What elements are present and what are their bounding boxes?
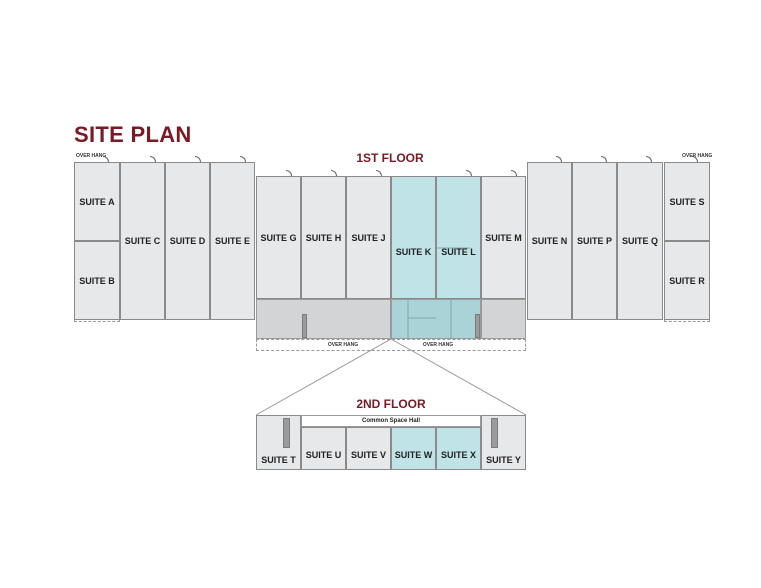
suite-k-label: SUITE K <box>395 246 432 257</box>
floor2-label: 2ND FLOOR <box>356 397 426 411</box>
suite-w[interactable]: SUITE W <box>391 427 436 470</box>
suite-l[interactable]: SUITE L <box>436 176 481 299</box>
suite-q[interactable]: SUITE Q <box>617 162 663 320</box>
door-icon <box>240 156 246 162</box>
suite-p-label: SUITE P <box>576 236 612 246</box>
door-icon <box>286 170 292 176</box>
suite-r[interactable]: SUITE R <box>664 241 710 320</box>
suite-n[interactable]: SUITE N <box>527 162 572 320</box>
door-icon <box>556 156 562 162</box>
overhang-label-center-left: OVER HANG <box>327 342 359 348</box>
common-space-hall: Common Space Hall <box>301 415 481 427</box>
suite-d-label: SUITE D <box>169 236 206 246</box>
suite-p[interactable]: SUITE P <box>572 162 617 320</box>
suite-y-label: SUITE Y <box>486 455 521 465</box>
stair-left-icon <box>283 418 290 448</box>
suite-d[interactable]: SUITE D <box>165 162 210 320</box>
suite-b-label: SUITE B <box>79 275 115 286</box>
suite-m-label: SUITE M <box>485 232 522 243</box>
door-icon <box>692 156 698 162</box>
suite-l-label: SUITE L <box>441 246 476 257</box>
suite-w-label: SUITE W <box>394 449 433 460</box>
suite-k[interactable]: SUITE K <box>391 176 436 299</box>
door-icon <box>103 156 109 162</box>
suite-h[interactable]: SUITE H <box>301 176 346 299</box>
door-icon <box>331 170 337 176</box>
suite-r-label: SUITE R <box>669 275 705 286</box>
suite-e[interactable]: SUITE E <box>210 162 255 320</box>
suite-s[interactable]: SUITE S <box>664 162 710 241</box>
door-icon <box>646 156 652 162</box>
suite-e-label: SUITE E <box>214 236 250 246</box>
stair-left-icon <box>302 314 307 338</box>
suite-j-label: SUITE J <box>351 232 386 243</box>
common-space-hall-label: Common Space Hall <box>361 418 420 424</box>
suite-g-label: SUITE G <box>260 232 297 243</box>
center-band-left <box>256 299 391 339</box>
page-title: SITE PLAN <box>74 122 192 147</box>
suite-a[interactable]: SUITE A <box>74 162 120 241</box>
suite-n-label: SUITE N <box>531 236 568 246</box>
suite-s-label: SUITE S <box>669 196 705 207</box>
suite-t[interactable]: SUITE T <box>256 415 301 470</box>
suite-y[interactable]: SUITE Y <box>481 415 526 470</box>
suite-t-label: SUITE T <box>261 455 296 465</box>
door-icon <box>511 170 517 176</box>
suite-v[interactable]: SUITE V <box>346 427 391 470</box>
suite-a-label: SUITE A <box>79 196 115 207</box>
overhang-label-center-right: OVER HANG <box>422 342 454 348</box>
center-band-right <box>481 299 526 339</box>
suite-x-label: SUITE X <box>440 449 476 460</box>
suite-u[interactable]: SUITE U <box>301 427 346 470</box>
suite-c-label: SUITE C <box>124 236 161 246</box>
suite-h-label: SUITE H <box>305 232 342 243</box>
suite-c[interactable]: SUITE C <box>120 162 165 320</box>
overhang-label-left: OVER HANG <box>76 153 107 159</box>
stair-right-icon <box>491 418 498 448</box>
suite-q-label: SUITE Q <box>621 236 658 246</box>
stair-right-icon <box>475 314 480 338</box>
suite-v-label: SUITE V <box>350 449 386 460</box>
overhang-label-right: OVER HANG <box>682 153 713 159</box>
suite-b[interactable]: SUITE B <box>74 241 120 320</box>
floor1-label: 1ST FLOOR <box>356 151 424 165</box>
door-icon <box>466 170 472 176</box>
suite-u-label: SUITE U <box>305 449 342 460</box>
door-icon <box>195 156 201 162</box>
door-icon <box>601 156 607 162</box>
suite-m[interactable]: SUITE M <box>481 176 526 299</box>
suite-g[interactable]: SUITE G <box>256 176 301 299</box>
door-icon <box>376 170 382 176</box>
door-icon <box>150 156 156 162</box>
suite-x[interactable]: SUITE X <box>436 427 481 470</box>
center-band-highlighted <box>391 299 481 339</box>
suite-j[interactable]: SUITE J <box>346 176 391 299</box>
